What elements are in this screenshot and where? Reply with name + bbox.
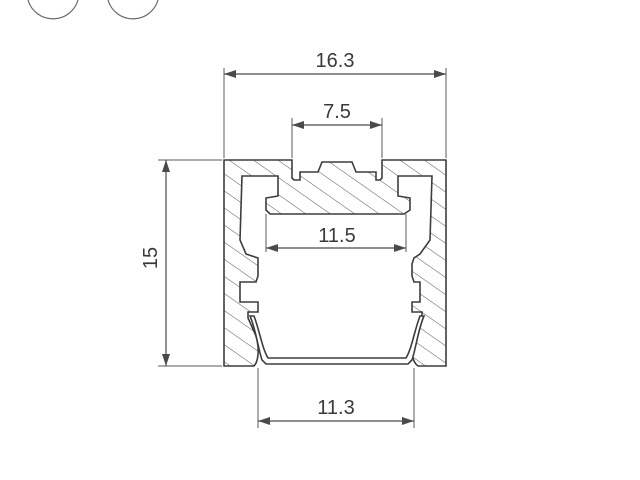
dim-overall-width: 16.3 (223, 50, 447, 158)
inner-width-label: 11.5 (318, 225, 355, 247)
diffuser-width-label: 11.3 (317, 397, 354, 419)
partial-circle-right (107, 0, 159, 20)
diffuser-lens (248, 315, 426, 365)
top-decoration (27, 0, 159, 20)
partial-circle-left (27, 0, 79, 20)
aluminium-profile (223, 159, 447, 367)
profile-section (223, 159, 447, 367)
dim-diffuser-width: 11.3 (257, 368, 415, 428)
dim-slot-width: 7.5 (291, 101, 383, 158)
dim-inner-width: 11.5 (265, 214, 407, 252)
slot-width-label: 7.5 (323, 101, 351, 123)
dim-height: 15 (140, 159, 222, 367)
height-label: 15 (140, 247, 162, 269)
overall-width-label: 16.3 (316, 50, 355, 72)
